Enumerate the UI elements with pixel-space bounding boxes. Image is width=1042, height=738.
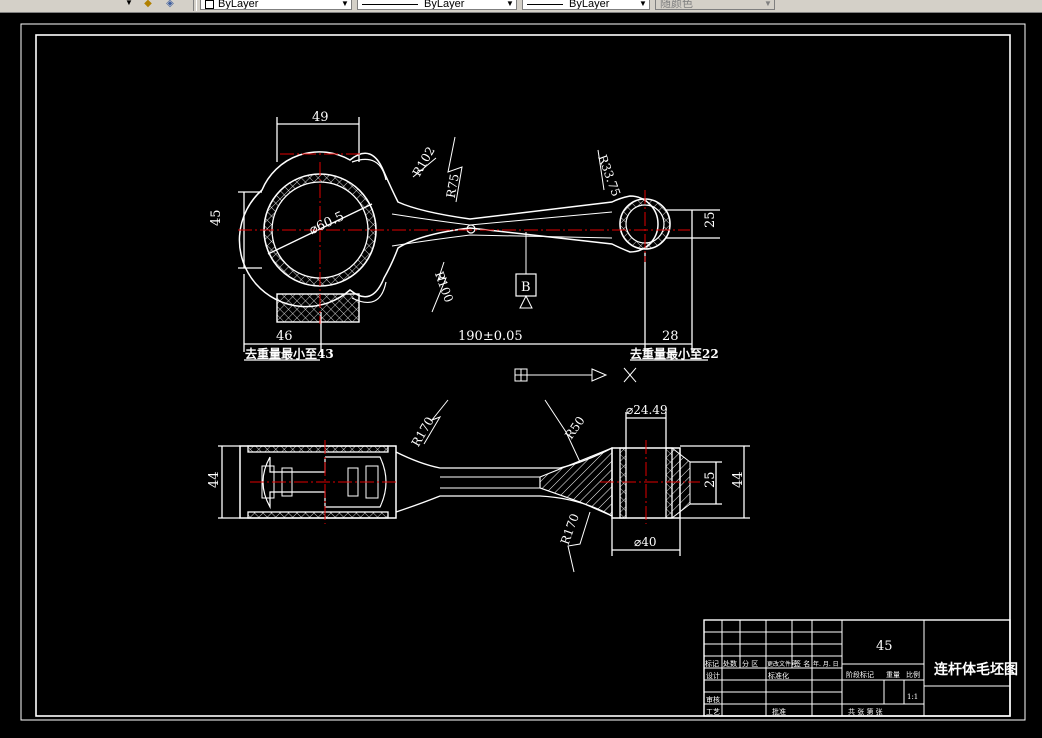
datum-label: B <box>521 280 531 295</box>
dim-r75: R75 <box>444 173 462 199</box>
dim-r33-75: R33.75 <box>595 153 623 199</box>
dim-r100: R100 <box>432 270 456 305</box>
title-stage-label: 阶段标记 <box>846 670 874 679</box>
dim-r102: R102 <box>410 144 438 179</box>
properties-toolbar: ▼ ◆ ◈ ByLayer ▼ ByLayer ▼ ByLayer ▼ 随颜色 … <box>0 0 1042 13</box>
chevron-down-icon: ▼ <box>341 0 349 8</box>
dim-height-25-top: 25 <box>703 211 718 228</box>
title-material: 45 <box>876 639 893 654</box>
title-block <box>703 619 1011 717</box>
chevron-down-icon: ▼ <box>639 0 647 8</box>
lineweight-control-label: ByLayer <box>569 0 610 10</box>
top-view-centerlines <box>238 153 690 324</box>
chevron-down-icon: ▼ <box>764 0 772 8</box>
linetype-sample <box>362 3 418 5</box>
title-header-change: 更改文件号 <box>767 660 797 668</box>
dim-r50: R50 <box>562 414 587 442</box>
dim-dist-28: 28 <box>662 329 679 344</box>
layer-state-icon[interactable]: ◆ <box>144 0 152 9</box>
dim-dia-40: ⌀40 <box>634 535 657 549</box>
note-right-weight: 去重量最小至22 <box>630 346 719 361</box>
dim-height-44-left: 44 <box>207 471 222 488</box>
title-header-count: 处数 <box>723 659 737 668</box>
title-row-process: 工艺 <box>706 708 720 716</box>
title-drawing-name: 连杆体毛坯图 <box>934 661 1018 678</box>
title-row-standard: 标准化 <box>768 671 789 680</box>
toolbar-separator <box>193 0 197 11</box>
dim-r170-a: R170 <box>409 414 437 449</box>
plotstyle-control-dropdown[interactable]: 随颜色 ▼ <box>655 0 775 10</box>
bottom-view-centerlines <box>250 440 700 524</box>
dim-dia-60-5: ⌀60.5 <box>307 209 347 238</box>
title-header-mark: 标记 <box>705 659 719 668</box>
title-row-review: 审核 <box>706 695 720 704</box>
bottom-view <box>218 399 750 573</box>
title-row-design: 设计 <box>706 671 720 680</box>
linetype-control-label: ByLayer <box>424 0 465 10</box>
title-row-approve: 批准 <box>772 707 786 716</box>
dropdown-arrow-icon[interactable]: ▼ <box>125 0 133 7</box>
dim-dist-190: 190±0.05 <box>458 329 523 344</box>
lineweight-control-dropdown[interactable]: ByLayer ▼ <box>522 0 650 10</box>
dim-height-44-right: 44 <box>731 471 746 488</box>
dim-dist-46: 46 <box>276 329 293 344</box>
title-header-sign: 签 名 <box>794 659 810 668</box>
title-scale-label: 比例 <box>906 670 920 679</box>
drawing-canvas[interactable]: 49 45 ⌀60.5 R102 R75 R33.75 R100 25 46 1… <box>0 12 1042 738</box>
title-header-date: 年. 月. 日 <box>813 660 839 668</box>
sheet-border <box>35 34 1011 717</box>
color-swatch-icon <box>205 0 214 9</box>
layer-previous-icon[interactable]: ◈ <box>166 0 174 9</box>
title-header-zone: 分 区 <box>742 659 758 668</box>
dim-height-45: 45 <box>209 209 224 226</box>
dim-r170-b: R170 <box>558 512 582 547</box>
chevron-down-icon: ▼ <box>506 0 514 8</box>
linetype-control-dropdown[interactable]: ByLayer ▼ <box>357 0 517 10</box>
title-ratio: 1:1 <box>907 693 918 701</box>
note-left-weight: 去重量最小至43 <box>245 346 334 361</box>
title-weight-label: 重量 <box>886 671 900 679</box>
plotstyle-control-label: 随颜色 <box>660 0 693 10</box>
dim-height-25-bottom: 25 <box>703 471 718 488</box>
color-control-dropdown[interactable]: ByLayer ▼ <box>200 0 352 10</box>
dim-width-49: 49 <box>312 110 329 125</box>
title-total-label: 共 张 第 张 <box>848 707 883 716</box>
color-control-label: ByLayer <box>218 0 259 10</box>
sheet-outer-frame <box>20 23 1026 721</box>
lineweight-sample <box>527 3 563 5</box>
dim-dia-24-49: ⌀24.49 <box>626 403 668 417</box>
